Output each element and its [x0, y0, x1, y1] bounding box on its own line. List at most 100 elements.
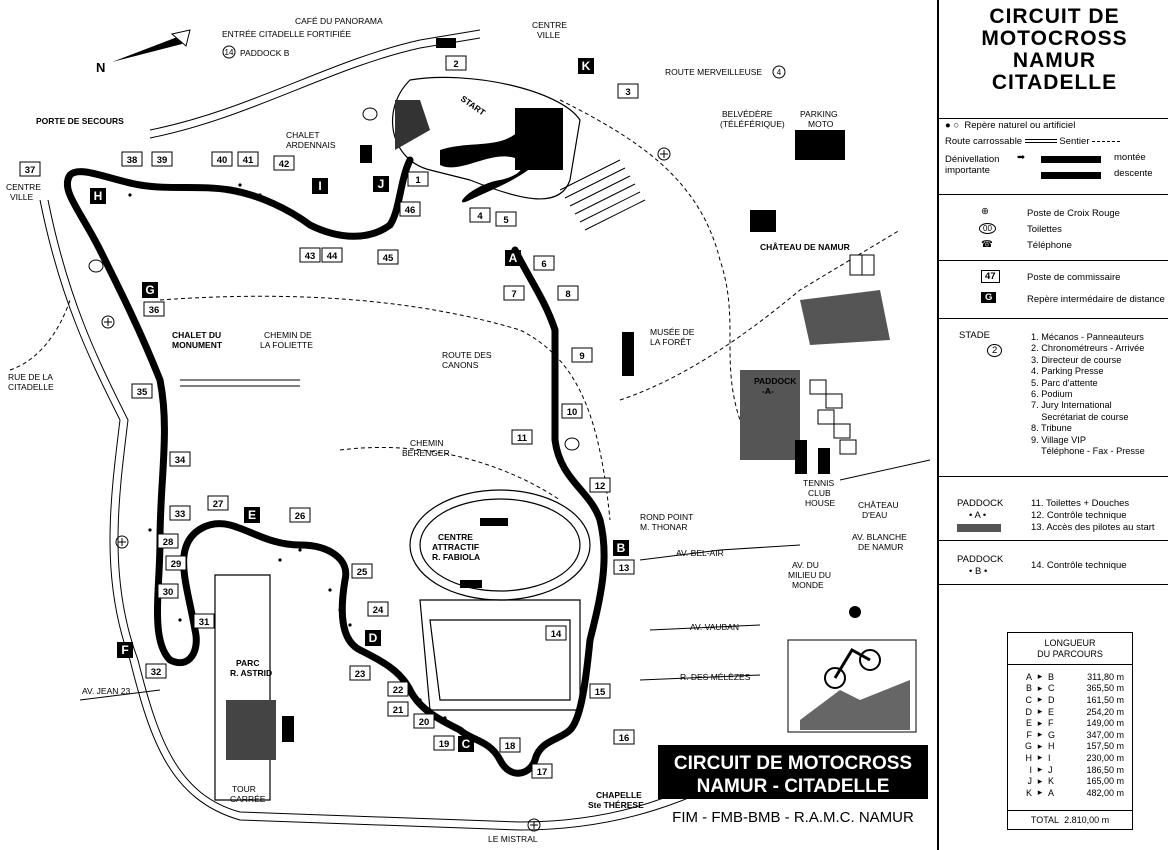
segment-length: 157,50 m [1086, 741, 1124, 752]
marker-I: I [312, 178, 328, 194]
svg-text:44: 44 [327, 251, 338, 262]
svg-text:AV. BEL-AIR: AV. BEL-AIR [676, 548, 724, 558]
svg-text:21: 21 [393, 705, 404, 716]
post-1: 1 [407, 171, 429, 187]
post-40: 40 [211, 151, 233, 167]
svg-text:R. DES MÉLÈZES: R. DES MÉLÈZES [680, 672, 751, 682]
label-route-merveilleuse: ROUTE MERVEILLEUSE [665, 67, 762, 77]
svg-text:37: 37 [25, 165, 36, 176]
post-28: 28 [157, 533, 179, 549]
arrow-icon: ▸ [1037, 706, 1043, 717]
post-46: 46 [399, 201, 421, 217]
label-entree: ENTRÉE CITADELLE FORTIFIÉE [222, 29, 351, 39]
svg-text:28: 28 [163, 537, 174, 548]
svg-text:AV. JEAN 23: AV. JEAN 23 [82, 686, 130, 696]
post-19: 19 [433, 735, 455, 751]
post-42: 42 [273, 155, 295, 171]
legend-services: ⊕ Poste de Croix Rouge 00 Toilettes ☎ Té… [939, 194, 1168, 261]
svg-text:40: 40 [217, 155, 228, 166]
svg-text:AV. DU: AV. DU [792, 560, 819, 570]
svg-text:45: 45 [383, 253, 394, 264]
svg-text:14: 14 [225, 48, 234, 57]
marker-B: B [613, 540, 629, 556]
path-line-icon [1092, 140, 1121, 142]
arrow-icon: ▸ [1037, 694, 1043, 705]
segment-length: 311,80 m [1087, 671, 1124, 682]
svg-text:10: 10 [567, 407, 578, 418]
arrow-icon: ▸ [1037, 775, 1043, 786]
svg-text:4: 4 [777, 68, 782, 77]
svg-text:H: H [94, 189, 103, 203]
marker-E: E [244, 507, 260, 523]
segment-length: 149,00 m [1086, 718, 1124, 729]
post-4: 4 [469, 207, 491, 223]
svg-text:RUE DE LA: RUE DE LA [8, 372, 53, 382]
svg-text:C: C [462, 737, 471, 751]
post-18: 18 [499, 737, 521, 753]
paddock-a-swatch [957, 524, 1001, 532]
segment-length: 482,00 m [1086, 787, 1124, 798]
svg-text:F: F [121, 643, 128, 657]
svg-text:33: 33 [175, 509, 186, 520]
svg-text:5: 5 [503, 215, 509, 226]
svg-text:M. THONAR: M. THONAR [640, 522, 688, 532]
svg-text:BELVÉDÈRE: BELVÉDÈRE [722, 109, 773, 119]
svg-text:13: 13 [619, 563, 630, 574]
segment-length: 186,50 m [1086, 764, 1124, 775]
svg-text:R. ASTRID: R. ASTRID [230, 668, 272, 678]
svg-text:CHAPELLE: CHAPELLE [596, 790, 642, 800]
post-6: 6 [533, 255, 555, 271]
post-20: 20 [413, 713, 435, 729]
post-35: 35 [131, 383, 153, 399]
segment-to: D [1048, 694, 1055, 705]
svg-text:ROND POINT: ROND POINT [640, 512, 693, 522]
marker-K: K [578, 58, 594, 74]
svg-text:30: 30 [163, 587, 174, 598]
label-cafe: CAFÉ DU PANORAMA [295, 16, 383, 26]
segment-from: A [1025, 671, 1032, 682]
post-3: 3 [617, 83, 639, 99]
svg-text:22: 22 [393, 685, 404, 696]
svg-text:CHALET: CHALET [286, 130, 320, 140]
segment-length: 365,50 m [1086, 683, 1124, 694]
segment-to: A [1048, 787, 1055, 798]
post-32: 32 [145, 663, 167, 679]
post-36: 36 [143, 301, 165, 317]
segment-length: 230,00 m [1086, 752, 1124, 763]
segment-length: 161,50 m [1086, 694, 1124, 705]
post-33: 33 [169, 505, 191, 521]
segment-from: D [1025, 706, 1033, 717]
svg-text:16: 16 [619, 733, 630, 744]
segment-from: I [1029, 764, 1032, 775]
label-paddock-b: PADDOCK B [240, 48, 290, 58]
stade-number-icon: 2 [987, 344, 1003, 357]
post-45: 45 [377, 249, 399, 265]
svg-text:PARKING: PARKING [800, 109, 838, 119]
slope-arrow-icon: ➡ [1017, 152, 1025, 163]
svg-text:8: 8 [565, 289, 570, 300]
segment-from: C [1025, 694, 1033, 705]
segment-from: K [1025, 787, 1032, 798]
legend-stade: STADE 2 1. Mécanos - Panneauteurs 2. Chr… [939, 318, 1168, 477]
segment-to: I [1048, 752, 1051, 763]
post-12: 12 [589, 477, 611, 493]
svg-text:MONDE: MONDE [792, 580, 824, 590]
svg-text:29: 29 [171, 559, 182, 570]
svg-text:CIRCUIT DE MOTOCROSS: CIRCUIT DE MOTOCROSS [674, 753, 912, 774]
legend-symbols: ● ○ Repère naturel ou artificiel Route c… [939, 112, 1168, 195]
road-line-icon [1024, 139, 1057, 144]
svg-text:LA FOLIETTE: LA FOLIETTE [260, 340, 313, 350]
svg-text:34: 34 [175, 455, 186, 466]
segment-to: C [1048, 683, 1055, 694]
svg-text:(TÉLÉFÉRIQUE): (TÉLÉFÉRIQUE) [720, 119, 785, 129]
svg-text:AV. BLANCHE: AV. BLANCHE [852, 532, 907, 542]
legend-posts: 47 Poste de commissaire G Repère intermé… [939, 260, 1168, 319]
post-13: 13 [613, 559, 635, 575]
post-14: 14 [545, 625, 567, 641]
svg-text:36: 36 [149, 305, 160, 316]
label-porte-secours: PORTE DE SECOURS [36, 116, 124, 126]
